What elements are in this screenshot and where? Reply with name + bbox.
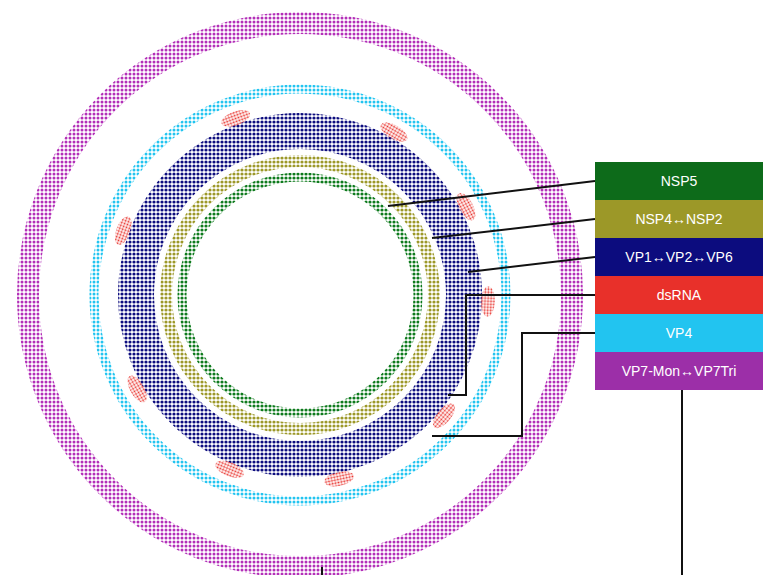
vp4-ring — [94, 89, 506, 501]
dsrna-blob — [219, 107, 252, 130]
vp-core-ring — [136, 131, 464, 459]
box-label: NSP5 — [661, 173, 698, 189]
dsrna-blob — [323, 469, 355, 489]
box-label: NSP4↔NSP2 — [635, 211, 722, 227]
dsrna-blob — [480, 286, 495, 316]
dsrna-blob — [378, 119, 411, 146]
legend-box: VP7-Mon↔VP7Tri — [595, 352, 763, 390]
nsp5-ring — [182, 177, 418, 413]
dsrna-blobs — [112, 107, 496, 489]
legend-box: NSP5 — [595, 162, 763, 200]
legend-box: dsRNA — [595, 276, 763, 314]
nsp4-ring — [166, 161, 434, 429]
legend-box: VP1↔VP2↔VP6 — [595, 238, 763, 276]
box-label: VP1↔VP2↔VP6 — [625, 249, 732, 265]
legend-box: NSP4↔NSP2 — [595, 200, 763, 238]
dsrna-blob — [429, 400, 459, 432]
legend-box: VP4 — [595, 314, 763, 352]
dsrna-blob — [124, 373, 151, 406]
box-label: VP7-Mon↔VP7Tri — [622, 363, 737, 379]
box-label: dsRNA — [657, 287, 701, 303]
dsrna-blob — [213, 457, 246, 481]
dsrna-blob — [112, 214, 135, 247]
box-label: VP4 — [666, 325, 692, 341]
